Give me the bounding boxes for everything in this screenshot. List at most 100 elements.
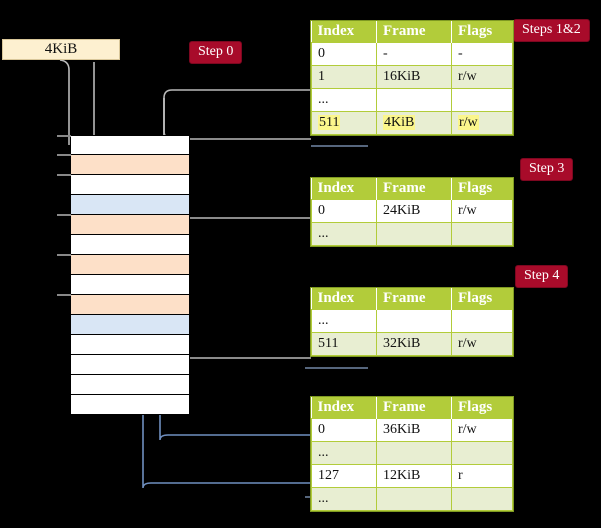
table-row: 0-- — [311, 42, 513, 66]
table-cell — [376, 88, 452, 112]
memory-frame-row — [70, 375, 190, 395]
memory-frame-row — [70, 275, 190, 295]
table-row: ... — [311, 222, 513, 246]
table-row: ... — [311, 88, 513, 112]
memory-frame-row — [70, 195, 190, 215]
table-cell: 36KiB — [376, 418, 452, 442]
frame-tick-mark — [57, 154, 71, 156]
table-cell: 0 — [311, 199, 377, 223]
table-cell — [451, 309, 513, 333]
step-badge-step0: Step 0 — [189, 41, 243, 65]
highlighted-value: 511 — [318, 115, 341, 130]
step-badge-steps12: Steps 1&2 — [513, 19, 590, 43]
table-cell — [376, 441, 452, 465]
physical-memory-column — [57, 135, 190, 415]
memory-frame-row — [57, 214, 190, 235]
table-cell: 12KiB — [376, 464, 452, 488]
column-header-flags: Flags — [451, 288, 513, 310]
highlighted-value: 4KiB — [383, 115, 416, 130]
table-cell: r/w — [451, 332, 513, 356]
frame-tick-mark — [57, 135, 71, 137]
table-cell — [451, 88, 513, 112]
column-header-frame: Frame — [376, 21, 452, 43]
table-cell — [451, 441, 513, 465]
memory-frame-row — [57, 154, 190, 175]
table-cell: ... — [311, 222, 377, 246]
table-cell: ... — [311, 88, 377, 112]
table-row: 511 4KiB r/w — [311, 111, 513, 135]
column-header-flags: Flags — [451, 21, 513, 43]
frame-tick-mark — [57, 174, 71, 176]
table-cell: - — [451, 42, 513, 66]
frame-tick-mark — [57, 254, 71, 256]
table-cell: 16KiB — [376, 65, 452, 89]
table-cell: r/w — [451, 418, 513, 442]
column-header-index: Index — [311, 178, 377, 200]
table-row: ... — [311, 441, 513, 465]
table-cell: - — [376, 42, 452, 66]
table-cell: ... — [311, 309, 377, 333]
column-header-index: Index — [311, 21, 377, 43]
table-cell: 4KiB — [376, 111, 452, 135]
column-header-frame: Frame — [376, 178, 452, 200]
table-row: ... — [311, 309, 513, 333]
frame-size-label: 4KiB — [44, 41, 78, 57]
table-cell — [451, 487, 513, 511]
column-header-flags: Flags — [451, 178, 513, 200]
table-cell — [451, 222, 513, 246]
column-header-index: Index — [311, 397, 377, 419]
column-header-frame: Frame — [376, 397, 452, 419]
table-cell — [376, 309, 452, 333]
table-cell: 511 — [311, 332, 377, 356]
frame-size-box: 4KiB — [2, 39, 120, 60]
table-cell: ... — [311, 441, 377, 465]
column-header-frame: Frame — [376, 288, 452, 310]
step-badge-label: Steps 1&2 — [513, 19, 590, 43]
memory-frame-row — [70, 315, 190, 335]
memory-frame-row — [57, 135, 190, 155]
step-badge-label: Step 0 — [189, 41, 243, 65]
step-badge-label: Step 3 — [520, 158, 574, 182]
table-cell: 32KiB — [376, 332, 452, 356]
frame-tick-mark — [57, 294, 71, 296]
table-cell: r — [451, 464, 513, 488]
table-cell — [376, 222, 452, 246]
table-cell: 1 — [311, 65, 377, 89]
table-cell — [376, 487, 452, 511]
memory-frame-row — [57, 174, 190, 195]
memory-frame-row — [57, 294, 190, 315]
table-cell: 511 — [311, 111, 377, 135]
table-cell: 0 — [311, 42, 377, 66]
table-row: ... — [311, 487, 513, 511]
table-cell: 127 — [311, 464, 377, 488]
table-cell: r/w — [451, 65, 513, 89]
table-cell: r/w — [451, 111, 513, 135]
table-cell: 0 — [311, 418, 377, 442]
step-badge-step4: Step 4 — [515, 265, 569, 289]
column-header-index: Index — [311, 288, 377, 310]
step-badge-label: Step 4 — [515, 265, 569, 289]
table-cell: ... — [311, 487, 377, 511]
table-cell: 24KiB — [376, 199, 452, 223]
memory-frame-row — [70, 335, 190, 355]
memory-frame-row — [70, 395, 190, 415]
memory-frame-row — [57, 254, 190, 275]
frame-tick-mark — [57, 214, 71, 216]
column-header-flags: Flags — [451, 397, 513, 419]
highlighted-value: r/w — [458, 115, 479, 130]
step-badge-step3: Step 3 — [520, 158, 574, 182]
memory-frame-row — [70, 235, 190, 255]
